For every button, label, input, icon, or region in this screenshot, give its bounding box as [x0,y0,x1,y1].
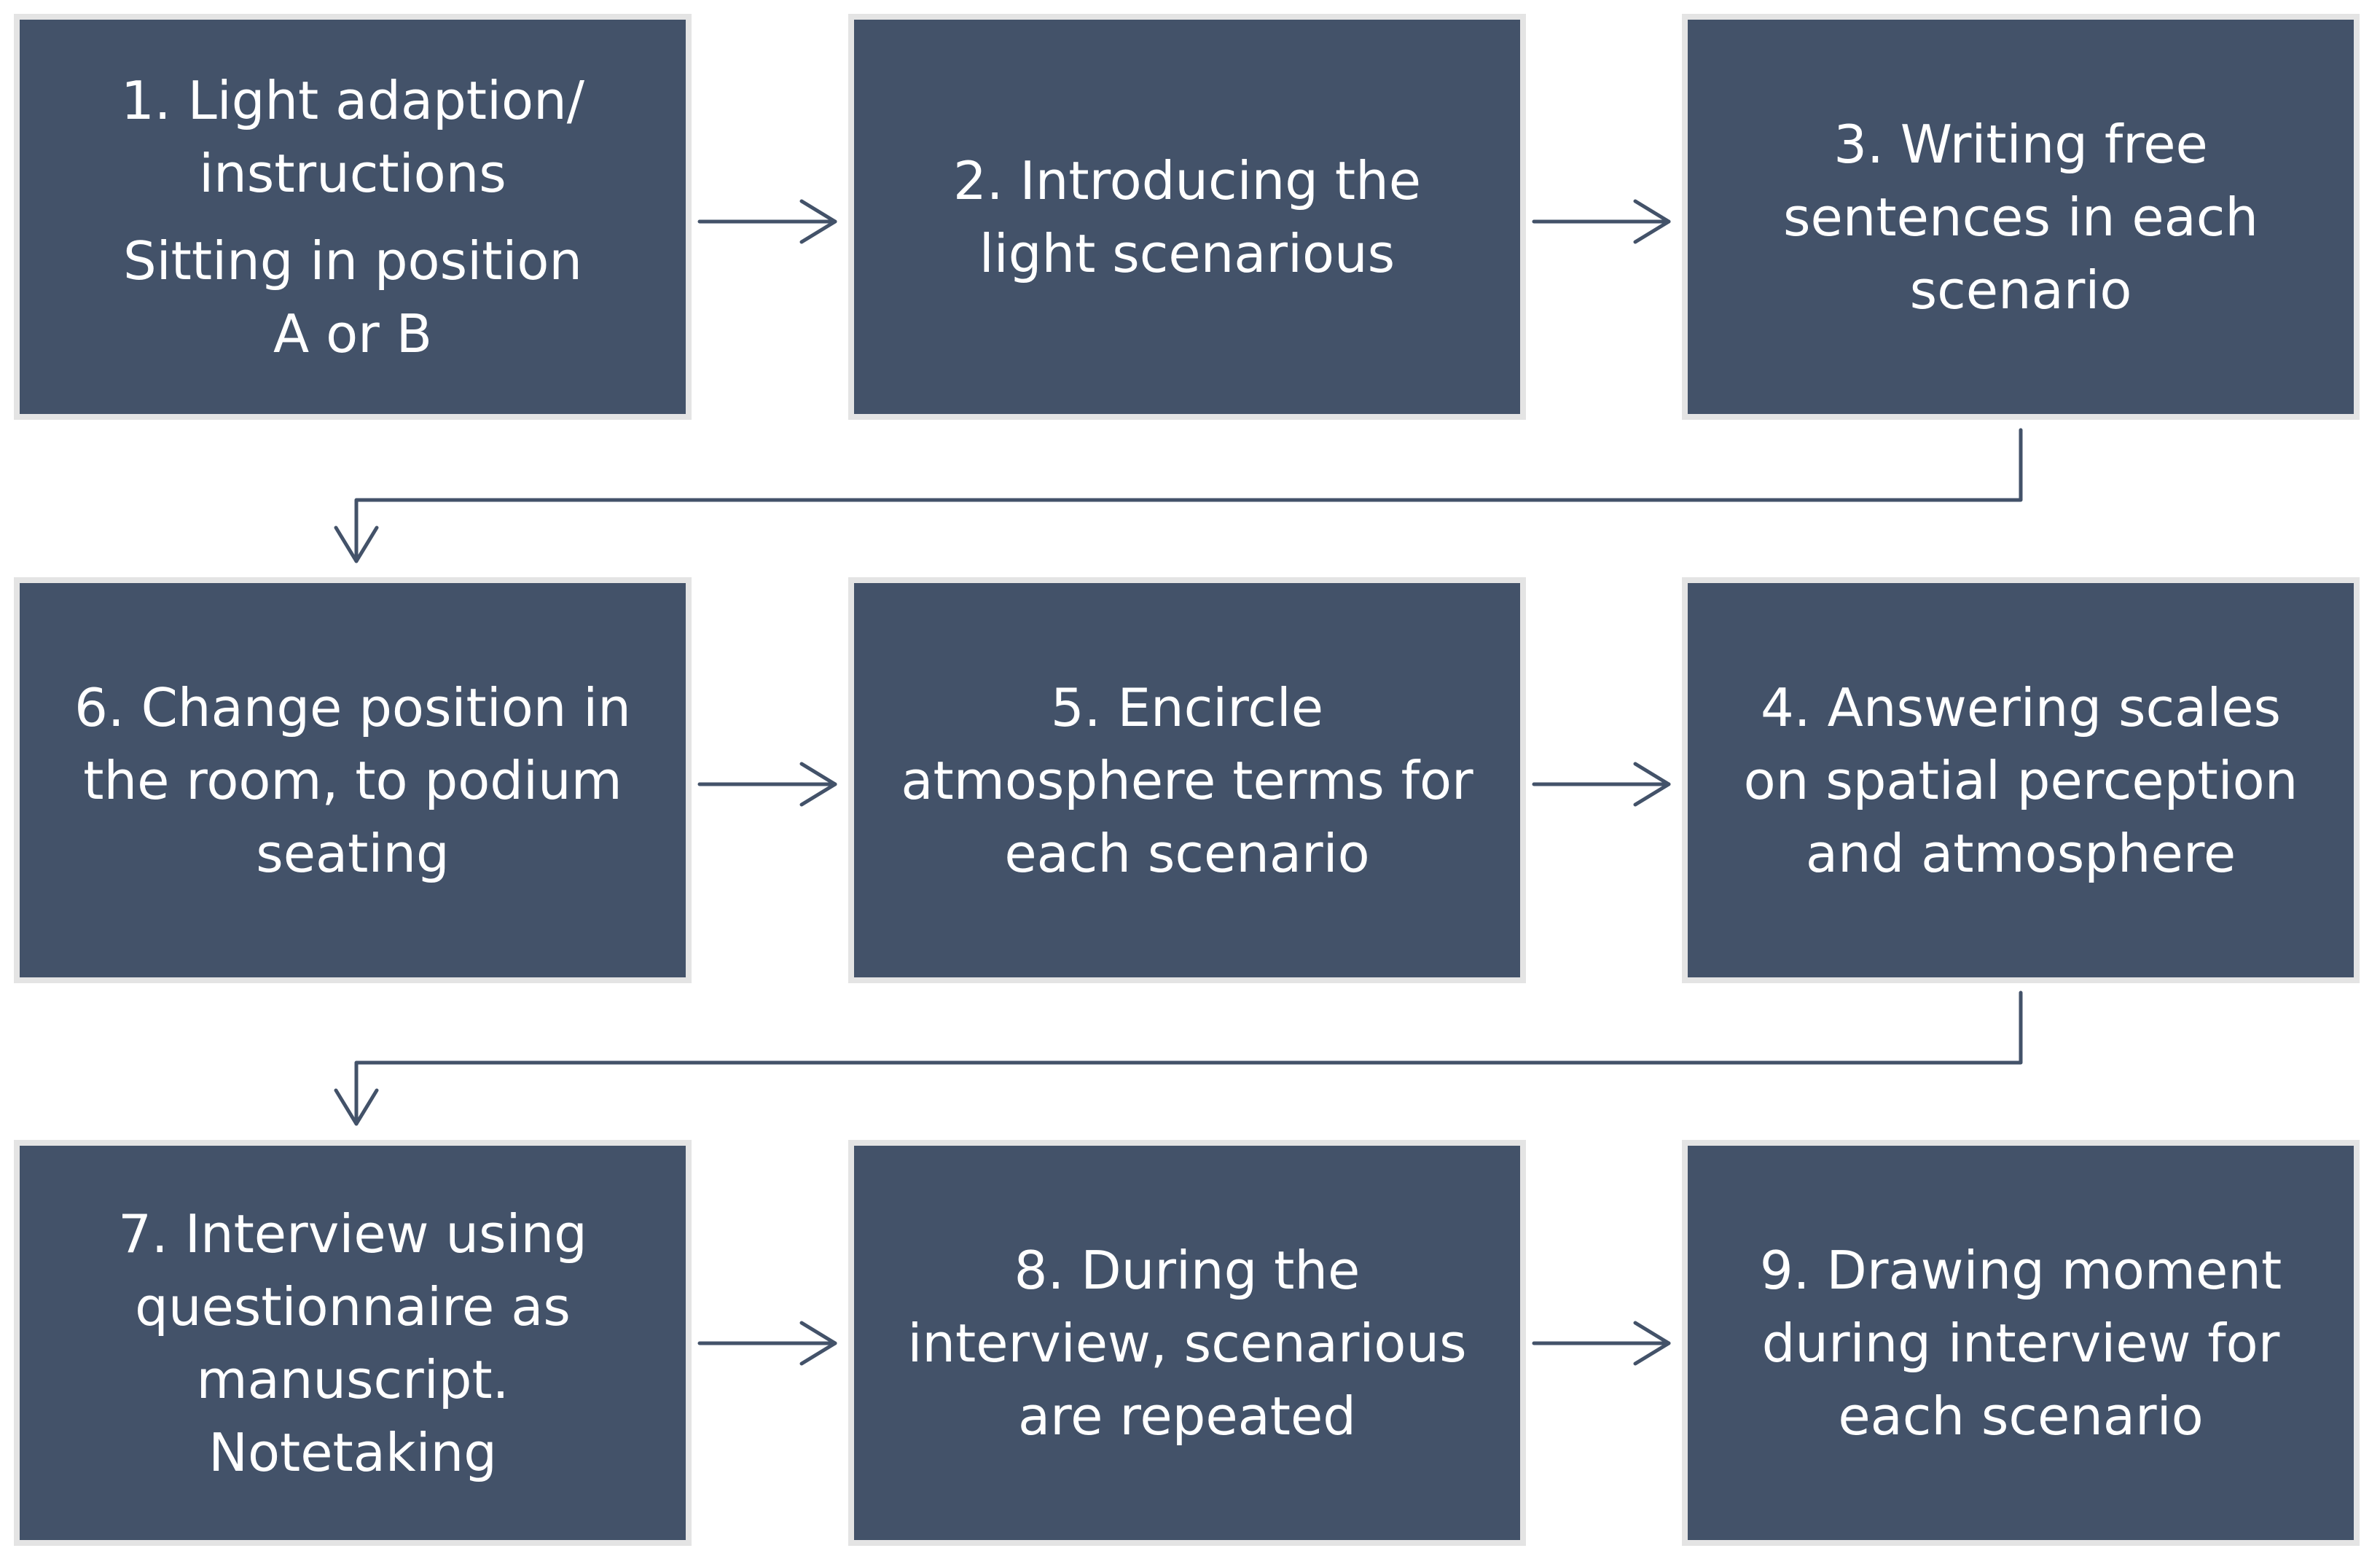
arrow-2-to-3 [1532,199,1671,244]
step-9-line-2: during interview for [1761,1312,2280,1374]
step-8-line-1: 8. During the [1014,1239,1361,1301]
step-5-line-2: atmosphere terms for [901,749,1473,811]
step-3-line-2: sentences in each [1782,186,2259,248]
arrow-4-to-row3 [334,990,2023,1126]
step-4-box: 4. Answering scales on spatial perceptio… [1682,577,2360,983]
step-7-line-3: manuscript. [196,1348,509,1410]
step-1-line-3: Sitting in position [122,230,583,292]
step-5-line-1: 5. Encircle [1050,676,1324,738]
arrow-3-to-row2 [334,428,2023,563]
step-7-box: 7. Interview using questionnaire as manu… [14,1140,692,1546]
step-2-line-1: 2. Introducing the [952,149,1422,211]
step-4-line-3: and atmosphere [1805,822,2236,884]
step-7-line-1: 7. Interview using [118,1203,587,1265]
step-9-box: 9. Drawing moment during interview for e… [1682,1140,2360,1546]
arrow-5-to-4 [1532,762,1671,807]
step-8-line-3: are repeated [1018,1385,1356,1447]
step-4-line-2: on spatial perception [1743,749,2298,811]
step-6-line-1: 6. Change position in [74,676,631,738]
step-1-line-4: A or B [273,302,433,364]
step-1-line-2: instructions [199,142,506,204]
step-1-box: 1. Light adaption/ instructions Sitting … [14,14,692,420]
step-6-line-3: seating [256,822,450,884]
step-1-line-1: 1. Light adaption/ [121,69,584,131]
step-7-line-4: Notetaking [208,1421,497,1483]
step-6-box: 6. Change position in the room, to podiu… [14,577,692,983]
step-5-line-3: each scenario [1004,822,1370,884]
step-3-line-1: 3. Writing free [1833,113,2208,175]
step-9-line-3: each scenario [1838,1385,2204,1447]
arrow-1-to-2 [697,199,837,244]
arrow-8-to-9 [1532,1321,1671,1366]
arrow-6-to-5 [697,762,837,807]
step-4-line-1: 4. Answering scales [1760,676,2282,738]
step-8-line-2: interview, scenarious [907,1312,1467,1374]
step-6-line-2: the room, to podium [83,749,622,811]
arrow-7-to-8 [697,1321,837,1366]
step-3-box: 3. Writing free sentences in each scenar… [1682,14,2360,420]
step-3-line-3: scenario [1909,259,2132,321]
step-2-line-2: light scenarious [979,222,1395,284]
step-7-line-2: questionnaire as [135,1275,571,1337]
step-5-box: 5. Encircle atmosphere terms for each sc… [848,577,1526,983]
step-8-box: 8. During the interview, scenarious are … [848,1140,1526,1546]
step-9-line-1: 9. Drawing moment [1759,1239,2282,1301]
step-2-box: 2. Introducing the light scenarious [848,14,1526,420]
